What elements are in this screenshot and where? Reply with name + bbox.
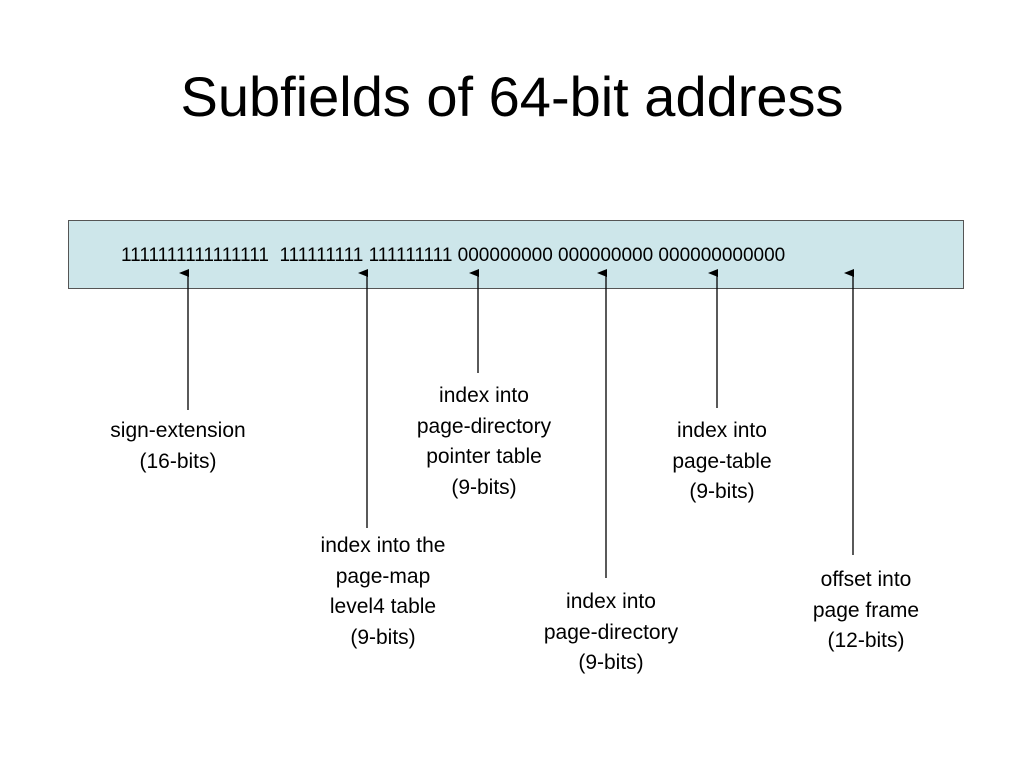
slide-title: Subfields of 64-bit address <box>180 65 844 128</box>
pml4-label: index into the page-map level4 table (9-… <box>320 534 446 649</box>
pdpt-label: index into page-directory pointer table … <box>416 384 552 499</box>
page-directory-label: index into page-directory (9-bits) <box>543 590 679 674</box>
address-bitstring: 1111111111111111 111111111 111111111 000… <box>121 245 786 266</box>
offset-label: offset into page frame (12-bits) <box>812 568 920 652</box>
sign-extension-label: sign-extension (16-bits) <box>110 419 246 473</box>
page-table-label: index into page-table (9-bits) <box>672 419 772 503</box>
address-bits-box: 1111111111111111 111111111 111111111 000… <box>68 220 964 289</box>
